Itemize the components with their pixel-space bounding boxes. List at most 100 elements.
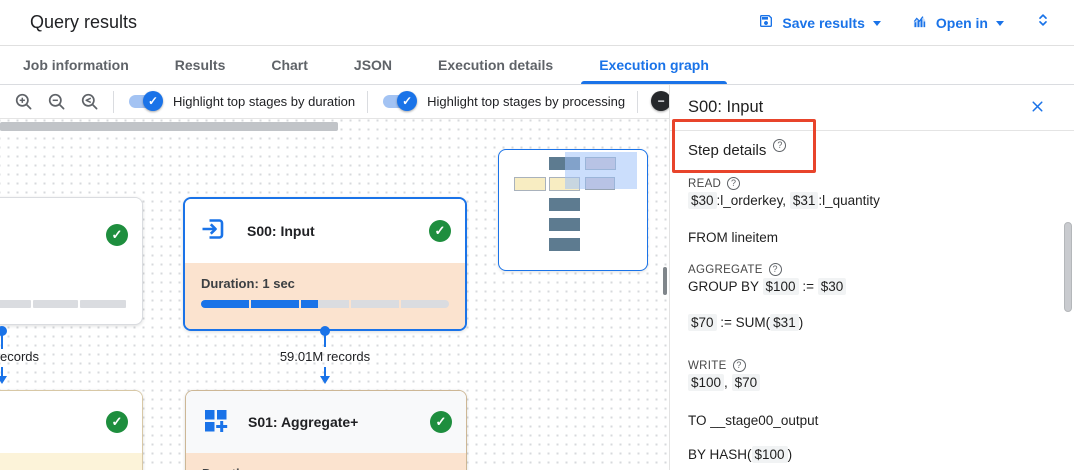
read-section-label: READ ? <box>688 177 741 190</box>
write-columns-line: $100, $70 <box>688 374 761 391</box>
tab-execution-details[interactable]: Execution details <box>438 57 554 73</box>
stage-node-s01-aggregate[interactable]: S01: Aggregate+ ✓ Duration: <box>185 390 467 470</box>
stage-duration-progress-bar <box>201 300 449 308</box>
stage-node-partial-top-left[interactable]: ✓ <box>0 197 143 325</box>
token: $30 <box>817 278 847 295</box>
group-by-line: GROUP BY $100 := $30 <box>688 278 847 295</box>
token: $70 <box>688 314 717 331</box>
edge-line <box>1 333 3 349</box>
panel-divider <box>670 130 1074 131</box>
text: :l_quantity <box>818 193 880 208</box>
stage-duration-label: Duration: 1 sec <box>201 276 295 291</box>
stage-complete-check-icon: ✓ <box>429 220 451 242</box>
close-icon <box>1032 101 1043 112</box>
toggle-minus-icon: − <box>651 91 669 111</box>
text: GROUP BY <box>688 279 763 294</box>
graph-canvas[interactable]: ✓ S00: Input ✓ Duration: 1 sec <box>0 119 669 470</box>
stage-title: S01: Aggregate+ <box>248 414 359 430</box>
close-panel-button[interactable] <box>1029 98 1046 120</box>
token: $31 <box>770 314 799 331</box>
text: := SUM( <box>716 315 771 330</box>
token: $100 <box>751 446 788 463</box>
panel-title: S00: Input <box>688 98 764 116</box>
token: $100 <box>688 374 725 391</box>
aggregate-label: AGGREGATE <box>688 263 763 276</box>
results-tabbar: Job information Results Chart JSON Execu… <box>0 46 1074 85</box>
highlight-duration-toggle[interactable]: ✓ <box>129 91 163 111</box>
unfold-icon <box>1039 14 1047 26</box>
edge-output-dot <box>0 326 7 336</box>
sum-line: $70 := SUM($31) <box>688 314 803 331</box>
save-results-button[interactable]: Save results <box>758 13 881 32</box>
stage-title: S00: Input <box>247 223 315 239</box>
edge-records-label-center: 59.01M records <box>279 349 371 364</box>
graph-vertical-scrollbar[interactable] <box>663 267 667 295</box>
zoom-reset-icon[interactable] <box>80 92 100 112</box>
step-details-title: Step details ? <box>688 139 787 159</box>
tab-job-information[interactable]: Job information <box>23 57 129 73</box>
edge-arrowhead-icon <box>320 376 330 384</box>
help-icon[interactable]: ? <box>727 177 741 190</box>
token: $70 <box>731 374 761 391</box>
text: BY HASH( <box>688 447 752 462</box>
text: := <box>798 279 818 294</box>
to-line: TO __stage00_output <box>688 413 819 428</box>
minimap-node <box>549 218 580 231</box>
edge-line <box>324 367 326 376</box>
tab-json[interactable]: JSON <box>353 57 393 73</box>
step-details-label: Step details <box>688 142 767 159</box>
graph-horizontal-scrollbar[interactable] <box>0 122 338 131</box>
stage-complete-check-icon: ✓ <box>106 224 128 246</box>
write-label: WRITE <box>688 359 727 372</box>
save-results-caret-icon <box>872 20 881 30</box>
aggregate-stage-icon <box>200 405 230 440</box>
page-title: Query results <box>30 12 138 32</box>
stage-duration-label: Duration: <box>202 466 450 470</box>
tab-results[interactable]: Results <box>174 57 226 73</box>
minimap-viewport[interactable] <box>565 152 637 189</box>
read-columns-line: $30:l_orderkey, $31:l_quantity <box>688 192 880 209</box>
query-results-header: Query results Save results Open in <box>0 0 1074 46</box>
token: $30 <box>688 192 717 209</box>
edge-records-label-left: ecords <box>0 349 40 364</box>
open-in-caret-icon <box>996 20 1004 30</box>
open-in-button[interactable]: Open in <box>911 13 1004 33</box>
stage-node-partial-bottom-left[interactable]: ✓ <box>0 390 143 470</box>
stage-duration-section: Duration: 1 sec <box>185 263 465 329</box>
stage-progress-bar <box>0 300 126 308</box>
help-icon[interactable]: ? <box>768 263 782 276</box>
panel-vertical-scrollbar[interactable] <box>1064 222 1072 312</box>
tab-execution-graph[interactable]: Execution graph <box>576 46 732 84</box>
graph-minimap[interactable] <box>498 149 648 271</box>
stage-complete-check-icon: ✓ <box>430 411 452 433</box>
open-in-label: Open in <box>935 14 988 31</box>
toolbar-divider <box>367 90 369 113</box>
edge-line <box>324 333 326 347</box>
graph-toolbar: ✓ Highlight top stages by duration ✓ Hig… <box>0 85 669 119</box>
help-icon[interactable]: ? <box>773 139 787 152</box>
stage-duration-section: Duration: <box>186 453 466 470</box>
by-hash-line: BY HASH($100) <box>688 446 793 463</box>
zoom-in-icon[interactable] <box>14 92 34 112</box>
minimap-node <box>549 238 580 251</box>
highlight-processing-toggle[interactable]: ✓ <box>383 91 418 111</box>
execution-graph-area: ✓ Highlight top stages by duration ✓ Hig… <box>0 85 670 470</box>
collapse-expand-button[interactable] <box>1034 10 1052 35</box>
highlight-processing-label: Highlight top stages by processing <box>427 94 626 109</box>
toggle-check-icon: ✓ <box>143 91 163 111</box>
text: ) <box>787 447 793 462</box>
save-results-label: Save results <box>782 14 865 31</box>
tab-chart[interactable]: Chart <box>271 57 308 73</box>
token: $31 <box>789 192 819 209</box>
third-toggle-off[interactable]: − <box>651 91 669 111</box>
help-icon[interactable]: ? <box>732 359 746 372</box>
stage-details-panel: S00: Input Step details ? READ ? $30:l_o… <box>670 85 1074 470</box>
input-stage-icon <box>199 214 229 249</box>
stage-complete-check-icon: ✓ <box>106 411 128 433</box>
text: :l_orderkey, <box>716 193 790 208</box>
stage-node-s00-input[interactable]: S00: Input ✓ Duration: 1 sec <box>183 197 467 331</box>
aggregate-section-label: AGGREGATE ? <box>688 263 782 276</box>
zoom-out-icon[interactable] <box>47 92 67 112</box>
text: , <box>724 375 732 390</box>
edge-line <box>1 367 3 376</box>
